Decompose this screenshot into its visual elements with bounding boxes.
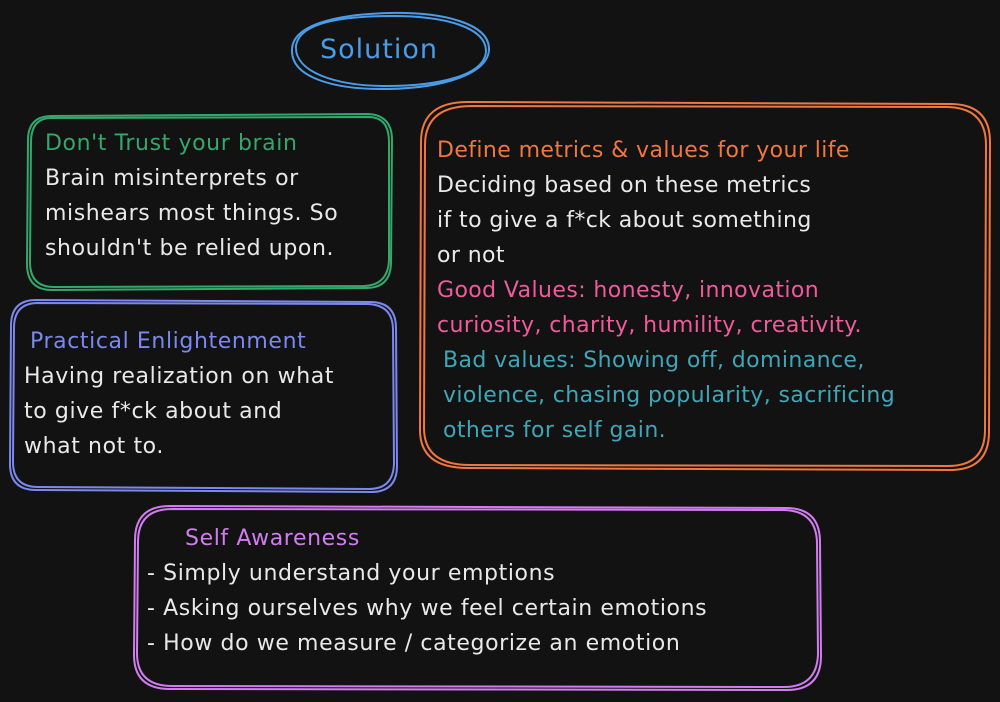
trust-line: shouldn't be relied upon. bbox=[45, 236, 335, 261]
awareness-heading: Self Awareness bbox=[185, 526, 360, 551]
box-define-metrics[interactable] bbox=[418, 100, 992, 472]
solution-title: Solution bbox=[320, 34, 438, 65]
awareness-line: - Simply understand your emptions bbox=[147, 561, 556, 586]
good-values-line: curiosity, charity, humility, creativity… bbox=[437, 313, 862, 338]
box-practical-enlightenment[interactable] bbox=[8, 298, 399, 494]
trust-text-block: Don't Trust your brain Brain misinterpre… bbox=[45, 126, 338, 266]
bad-values-line: others for self gain. bbox=[443, 418, 667, 443]
box-self-awareness[interactable] bbox=[132, 504, 823, 692]
metrics-line: or not bbox=[437, 243, 505, 268]
practical-line: to give f*ck about and bbox=[24, 399, 283, 424]
metrics-text-block: Define metrics & values for your life De… bbox=[437, 133, 895, 448]
trust-line: mishears most things. So bbox=[45, 201, 339, 226]
solution-ellipse[interactable] bbox=[290, 11, 491, 91]
practical-heading: Practical Enlightenment bbox=[30, 329, 307, 354]
metrics-heading: Define metrics & values for your life bbox=[437, 138, 850, 163]
metrics-line: Deciding based on these metrics bbox=[437, 173, 812, 198]
practical-text-block: Practical Enlightenment Having realizati… bbox=[24, 324, 334, 464]
trust-heading: Don't Trust your brain bbox=[45, 131, 298, 156]
practical-line: Having realization on what bbox=[24, 364, 335, 389]
trust-line: Brain misinterprets or bbox=[45, 166, 299, 191]
good-values-line: Good Values: honesty, innovation bbox=[437, 278, 820, 303]
bad-values-line: Bad values: Showing off, dominance, bbox=[443, 348, 865, 373]
awareness-line: - Asking ourselves why we feel certain e… bbox=[147, 596, 708, 621]
bad-values-line: violence, chasing popularity, sacrificin… bbox=[443, 383, 896, 408]
metrics-line: if to give a f*ck about something bbox=[437, 208, 812, 233]
practical-line: what not to. bbox=[24, 434, 164, 459]
awareness-line: - How do we measure / categorize an emot… bbox=[147, 631, 681, 656]
awareness-text-block: Self Awareness - Simply understand your … bbox=[147, 521, 707, 661]
box-dont-trust-brain[interactable] bbox=[25, 112, 394, 292]
